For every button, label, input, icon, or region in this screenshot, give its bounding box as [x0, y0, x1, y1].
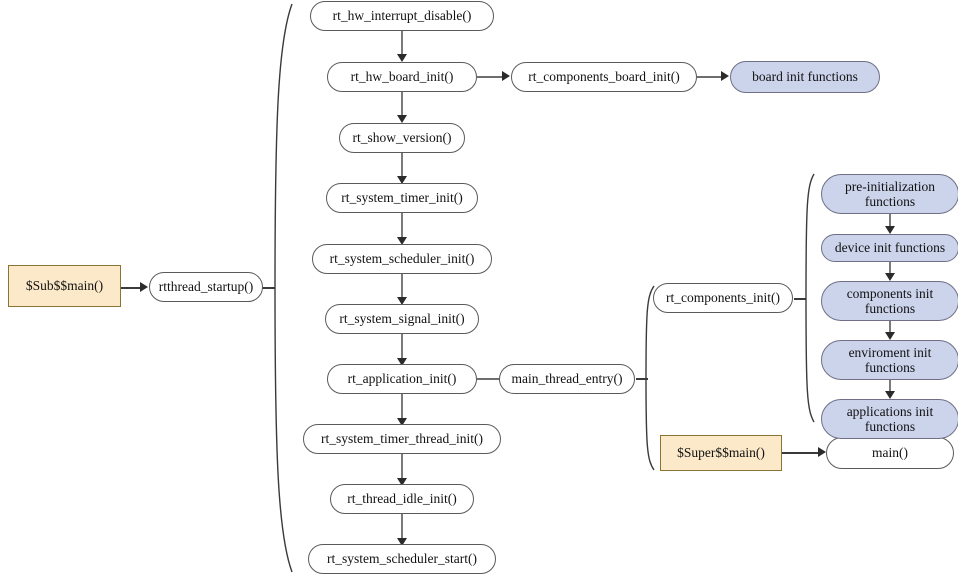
node-rt-hw-interrupt-disable[interactable]: rt_hw_interrupt_disable() — [310, 1, 494, 31]
edge-appinit-to-mainthread — [477, 378, 504, 380]
mainthread-brace-tick — [636, 378, 648, 380]
arrowhead-boardinit-to-components — [502, 71, 510, 81]
edge-7-8 — [401, 394, 403, 423]
edge-5-6 — [401, 274, 403, 302]
node-board-init-functions[interactable]: board init functions — [730, 61, 880, 93]
node-rt-hw-board-init[interactable]: rt_hw_board_init() — [327, 62, 477, 92]
edge-8-9 — [401, 454, 403, 483]
node-super-main[interactable]: $Super$$main() — [660, 435, 782, 471]
edge-2-3 — [401, 92, 403, 120]
node-pre-initialization-functions[interactable]: pre-initialization functions — [821, 174, 958, 214]
node-rt-components-init[interactable]: rt_components_init() — [653, 283, 793, 313]
arrowhead-1-2 — [397, 54, 407, 62]
components-brace-tick — [794, 298, 806, 300]
edge-init-4-5 — [889, 380, 891, 396]
node-enviroment-init-functions[interactable]: enviroment init functions — [821, 340, 958, 380]
node-main[interactable]: main() — [826, 437, 954, 469]
arrowhead-init-3-4 — [885, 332, 895, 340]
arrowhead-6-7 — [397, 358, 407, 366]
edge-init-1-2 — [889, 214, 891, 231]
node-rt-show-version[interactable]: rt_show_version() — [339, 123, 465, 153]
node-rt-system-signal-init[interactable]: rt_system_signal_init() — [325, 304, 479, 334]
node-rt-application-init[interactable]: rt_application_init() — [327, 364, 477, 394]
node-applications-init-functions[interactable]: applications init functions — [821, 399, 958, 439]
edge-1-2 — [401, 31, 403, 59]
node-rt-system-scheduler-start[interactable]: rt_system_scheduler_start() — [308, 544, 496, 574]
node-rt-components-board-init[interactable]: rt_components_board_init() — [511, 62, 697, 92]
node-rt-system-scheduler-init[interactable]: rt_system_scheduler_init() — [312, 244, 492, 274]
components-brace — [800, 172, 816, 424]
node-rt-system-timer-init[interactable]: rt_system_timer_init() — [326, 183, 478, 213]
edge-supermain-to-main — [782, 452, 821, 454]
node-device-init-functions[interactable]: device init functions — [821, 234, 958, 262]
arrowhead-supermain-to-main — [818, 447, 826, 457]
startup-brace-tick — [258, 287, 275, 289]
edge-init-2-3 — [889, 262, 891, 278]
arrowhead-init-2-3 — [885, 273, 895, 281]
arrowhead-3-4 — [397, 176, 407, 184]
arrowhead-init-4-5 — [885, 391, 895, 399]
startup-brace — [268, 2, 294, 574]
arrowhead-2-3 — [397, 115, 407, 123]
arrowhead-5-6 — [397, 297, 407, 305]
edge-9-10 — [401, 514, 403, 543]
arrowhead-7-8 — [397, 418, 407, 426]
mainthread-brace — [640, 284, 656, 472]
edge-init-3-4 — [889, 321, 891, 337]
node-sub-main[interactable]: $Sub$$main() — [8, 265, 121, 307]
edge-6-7 — [401, 334, 403, 363]
arrowhead-init-1-2 — [885, 226, 895, 234]
edge-components-to-boardfuncs — [697, 76, 724, 78]
arrowhead-8-9 — [397, 478, 407, 486]
edge-4-5 — [401, 213, 403, 242]
arrowhead-4-5 — [397, 237, 407, 245]
node-components-init-functions[interactable]: components init functions — [821, 281, 958, 321]
edge-3-4 — [401, 153, 403, 181]
node-rt-system-timer-thread-init[interactable]: rt_system_timer_thread_init() — [303, 424, 501, 454]
edge-boardinit-to-components — [477, 76, 505, 78]
arrowhead-submain-to-startup — [140, 282, 148, 292]
node-rtthread-startup[interactable]: rtthread_startup() — [149, 272, 263, 302]
node-main-thread-entry[interactable]: main_thread_entry() — [499, 364, 635, 394]
arrowhead-components-to-boardfuncs — [721, 71, 729, 81]
node-rt-thread-idle-init[interactable]: rt_thread_idle_init() — [330, 484, 474, 514]
edge-submain-to-startup — [121, 287, 143, 289]
arrowhead-9-10 — [397, 538, 407, 546]
